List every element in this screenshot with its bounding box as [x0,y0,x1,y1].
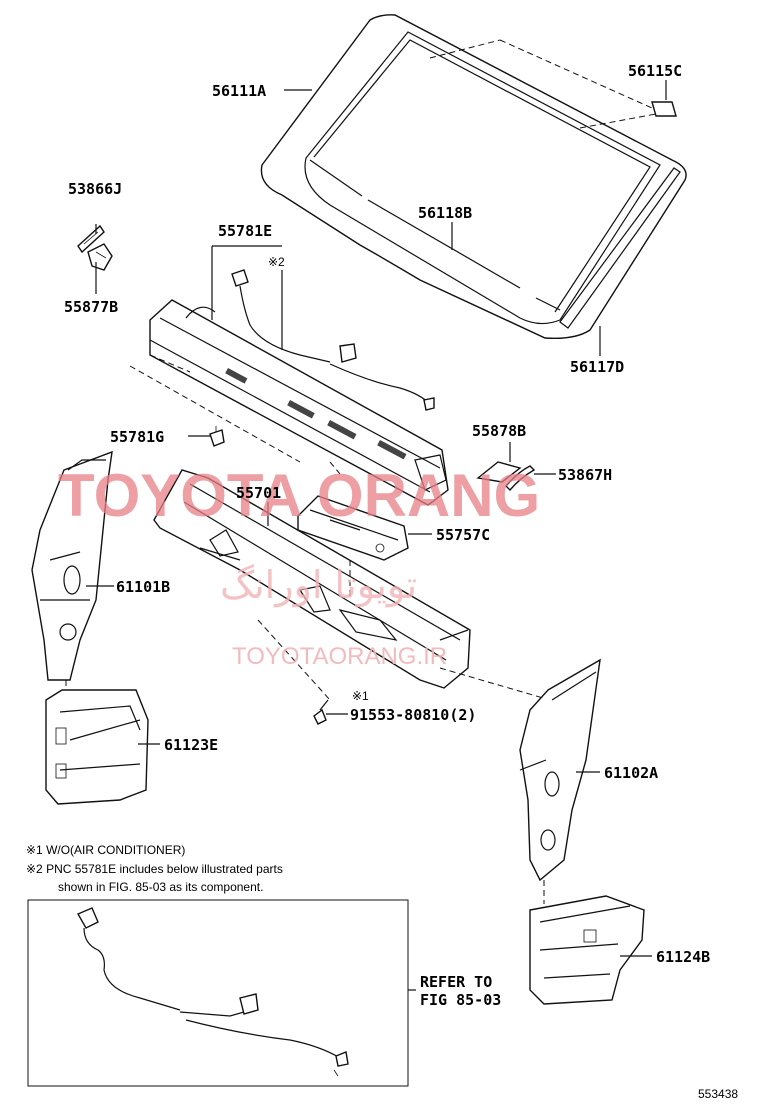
note-line-3: shown in FIG. 85-03 as its component. [58,880,263,894]
label-55757c: 55757C [436,526,490,544]
label-55877b: 55877B [64,298,118,316]
sticker-part [651,101,677,117]
hose-component-illustration [77,907,349,1077]
label-55878b: 55878B [472,422,526,440]
component-box [27,899,409,1087]
side-panel-right [519,658,601,882]
label-91553-note: ※1 [352,689,369,703]
lower-panel-right [529,895,645,1005]
clip-55877b [87,243,113,271]
note-line-2: ※2 PNC 55781E includes below illustrated… [26,862,283,876]
lower-panel-left [45,689,149,805]
label-61124b: 61124B [656,948,710,966]
watermark-main: TOYOTA ORANG [58,462,540,529]
label-56111a: 56111A [212,82,266,100]
seal-55878b [476,461,522,483]
label-55701: 55701 [236,484,281,502]
label-61102a: 61102A [604,764,658,782]
label-56117d: 56117D [570,358,624,376]
windshield-moulding [309,159,561,311]
label-91553: 91553-80810(2) [350,706,476,724]
label-53866j: 53866J [68,180,122,198]
label-56118b: 56118B [418,204,472,222]
note-line-1: ※1 W/O(AIR CONDITIONER) [26,843,185,857]
label-56115c: 56115C [628,62,682,80]
refer-line-2: FIG 85-03 [420,991,501,1009]
label-55781e-note: ※2 [268,255,285,269]
label-55781e: 55781E [218,222,272,240]
label-55781g: 55781G [110,428,164,446]
refer-line-1: REFER TO [420,973,492,991]
seal-53867h [505,465,536,492]
label-61101b: 61101B [116,578,170,596]
windshield-dam [559,167,681,329]
cowl-panel [153,469,471,689]
cowl-louver [149,299,449,506]
label-53867h: 53867H [558,466,612,484]
clip-55781g [209,426,225,447]
watermark-arabic: تویوتا اورانگ [220,563,417,608]
windshield-glass [260,14,687,340]
figure-id: 553438 [698,1087,738,1101]
bolt-91553 [313,699,329,725]
washer-hose [231,269,435,411]
cowl-sub-panel [297,495,409,561]
side-panel-left [31,450,113,681]
watermark-site: TOYOTAORANG.IR [232,643,447,670]
label-61123e: 61123E [164,736,218,754]
